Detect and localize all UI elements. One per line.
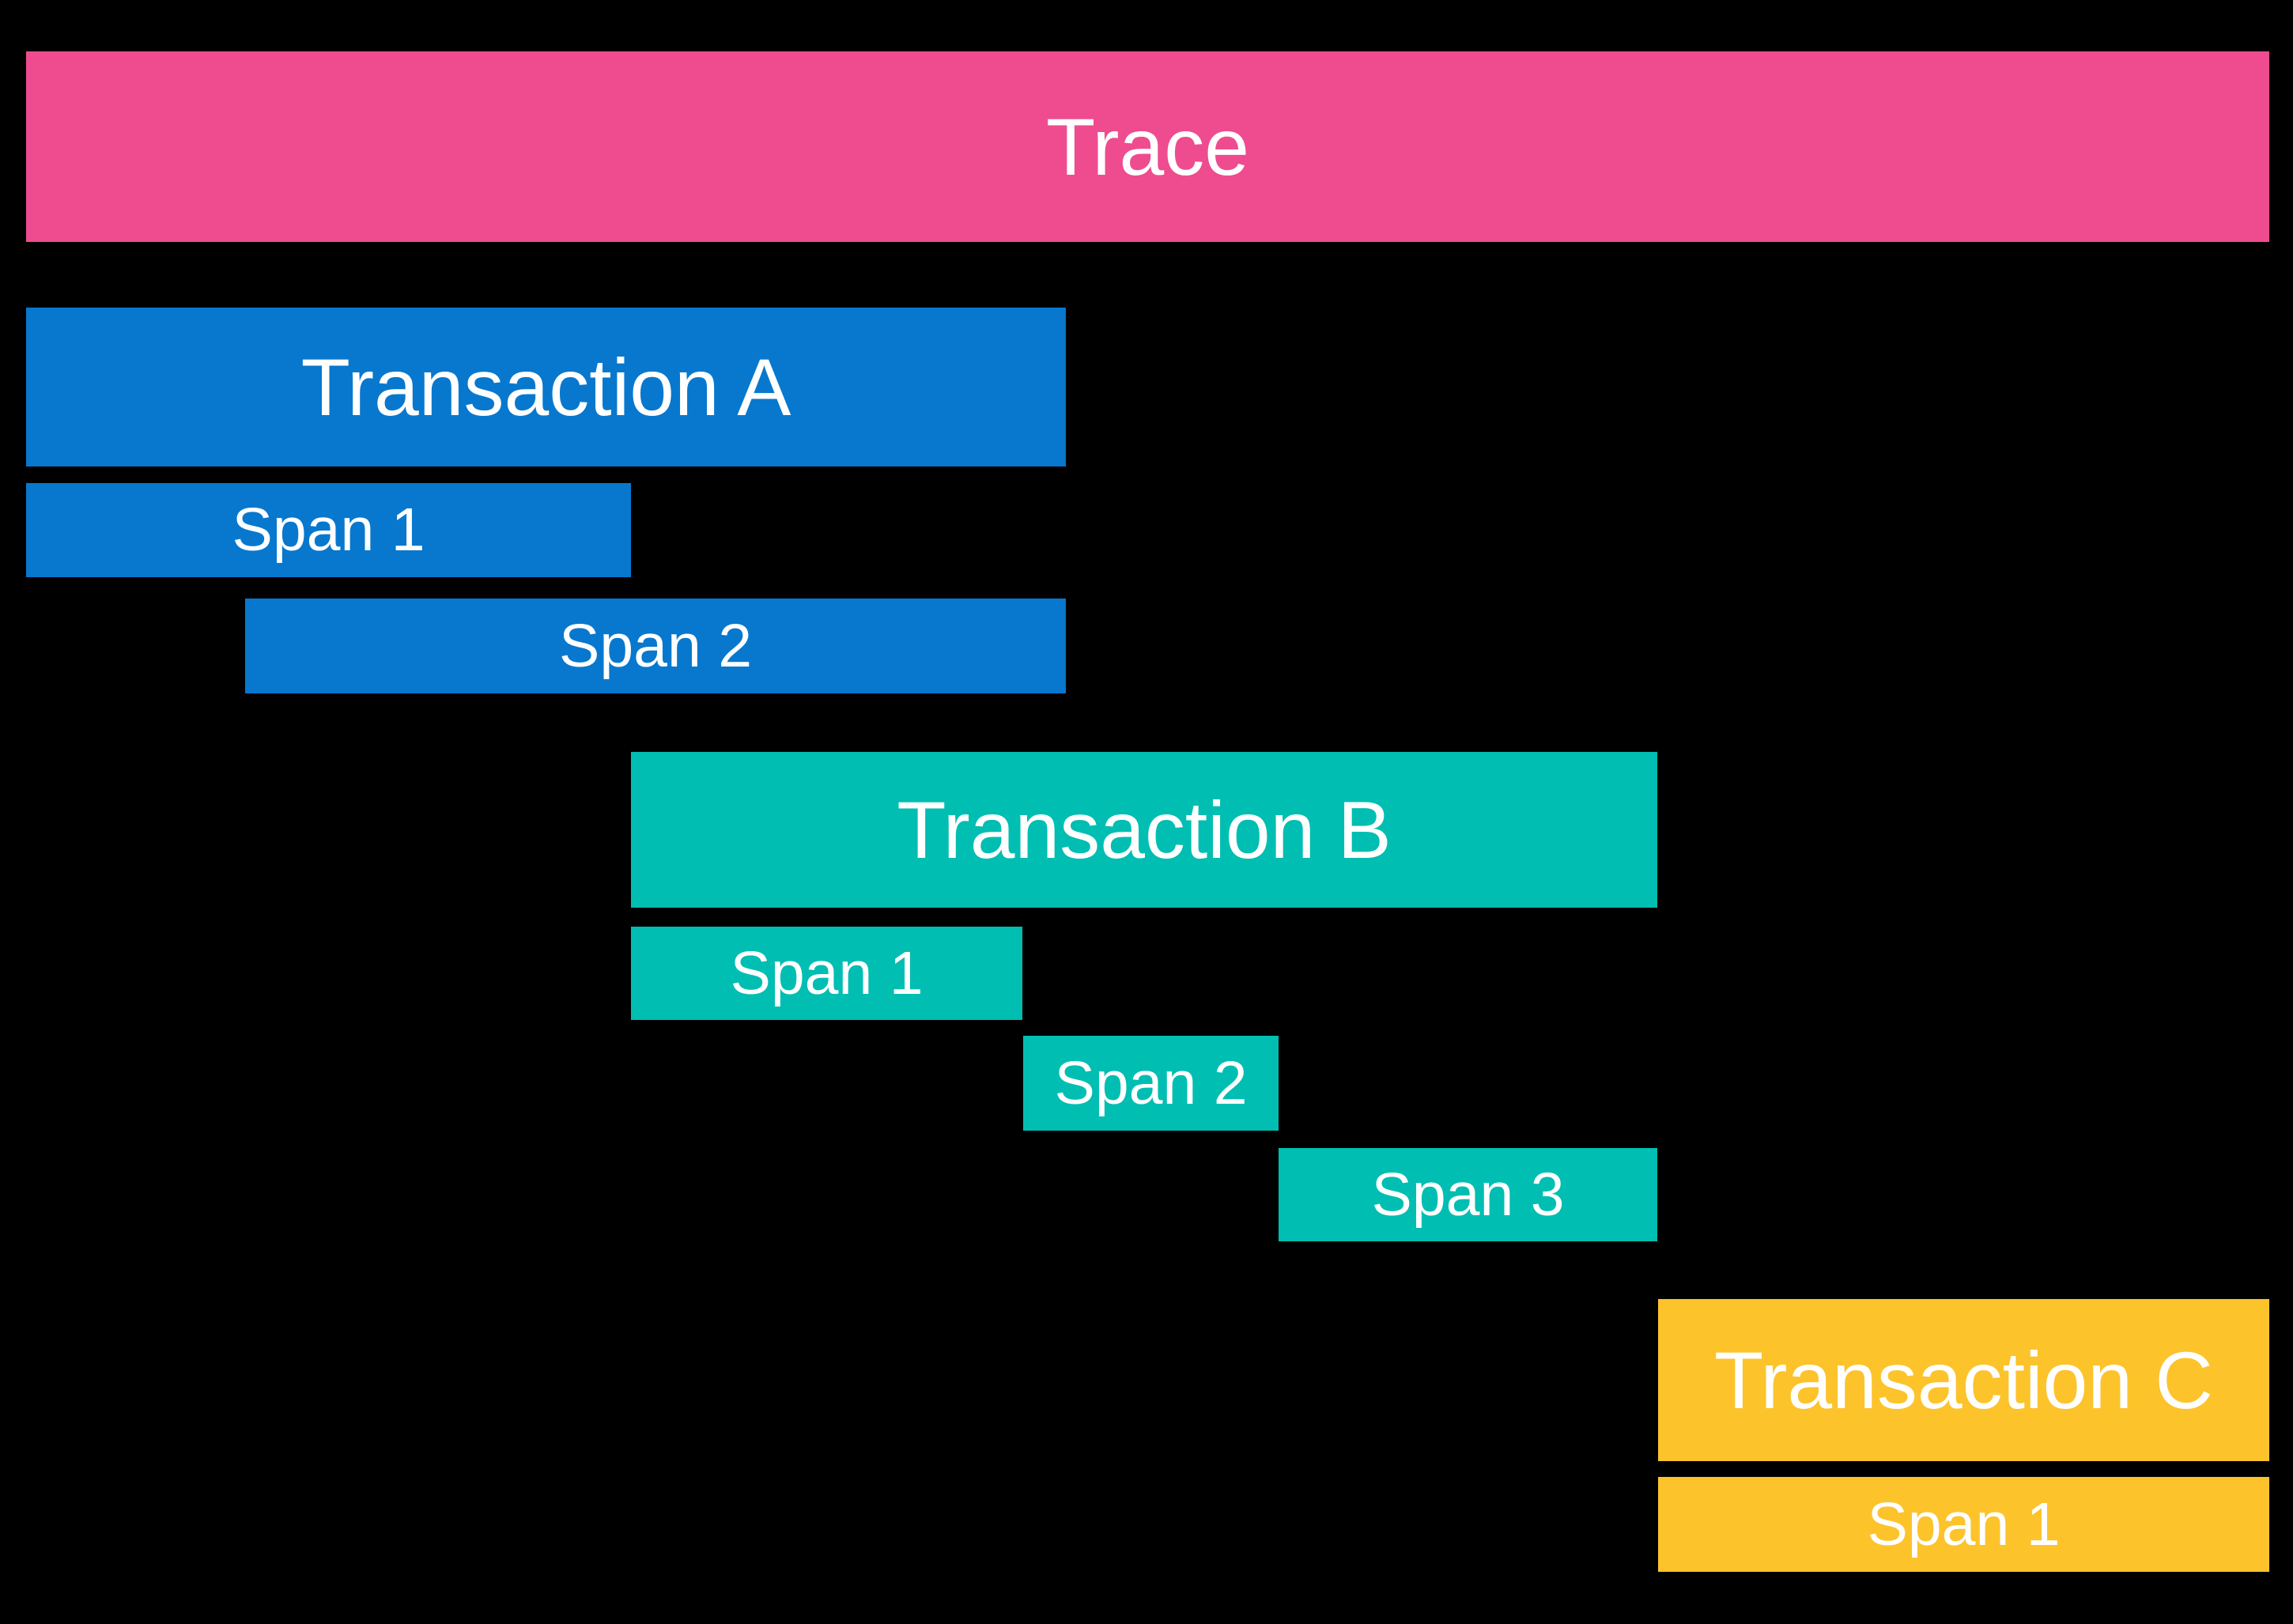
- transaction-a-bar: Transaction A: [26, 308, 1066, 466]
- transaction-a-span-1-bar: Span 1: [26, 483, 631, 577]
- transaction-c-label: Transaction C: [1713, 1335, 2214, 1426]
- transaction-c-bar: Transaction C: [1658, 1299, 2269, 1461]
- transaction-b-span-3-label: Span 3: [1371, 1160, 1565, 1229]
- transaction-b-span-1-label: Span 1: [730, 939, 924, 1007]
- transaction-b-bar: Transaction B: [631, 752, 1657, 908]
- transaction-b-span-2-bar: Span 2: [1023, 1036, 1279, 1131]
- transaction-b-span-2-label: Span 2: [1054, 1048, 1248, 1117]
- transaction-b-label: Transaction B: [897, 784, 1392, 875]
- transaction-a-span-2-bar: Span 2: [245, 599, 1066, 693]
- transaction-a-span-1-label: Span 1: [232, 496, 425, 564]
- transaction-b-span-1-bar: Span 1: [631, 927, 1022, 1020]
- transaction-b-span-3-bar: Span 3: [1279, 1148, 1657, 1241]
- trace-bar: Trace: [26, 51, 2269, 242]
- transaction-c-span-1-bar: Span 1: [1658, 1477, 2269, 1572]
- trace-label: Trace: [1046, 101, 1249, 192]
- transaction-c-span-1-label: Span 1: [1867, 1490, 2061, 1558]
- transaction-a-span-2-label: Span 2: [558, 611, 753, 680]
- transaction-a-label: Transaction A: [300, 342, 791, 432]
